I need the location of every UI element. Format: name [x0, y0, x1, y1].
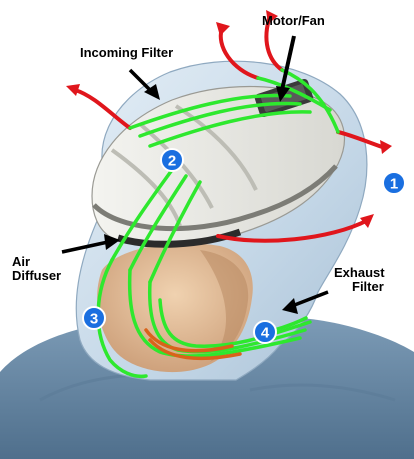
label-exhaust-filter: Exhaust Filter	[334, 265, 385, 295]
green-flow-down-2	[128, 174, 188, 272]
arrow-motor-fan-line	[280, 35, 296, 91]
label-air-diffuser-line1: Air	[12, 254, 31, 269]
label-air-diffuser: Air Diffuser	[12, 254, 62, 284]
green-flow-top-1	[128, 93, 292, 130]
label-motor-fan: Motor/Fan	[262, 13, 325, 28]
arrow-exhaust-filter-head	[282, 298, 298, 314]
helmet-cage-rib-1	[110, 148, 182, 227]
green-flow-top-2	[138, 101, 302, 138]
label-exhaust-filter-line2: Filter	[352, 279, 384, 295]
red-flow-1	[73, 88, 132, 130]
red-arrowheads	[66, 10, 392, 228]
label-air-diffuser-line2: Diffuser	[12, 268, 62, 284]
arrow-motor-fan-head	[276, 86, 290, 102]
red-arrowhead-4	[380, 140, 392, 154]
green-flow-left	[96, 258, 148, 379]
green-flow-top-3	[148, 110, 312, 148]
badge-2-text: 2	[168, 153, 176, 170]
orange-flow-1	[144, 328, 234, 353]
red-arrowhead-1	[66, 84, 80, 96]
green-flow-down-1	[110, 168, 174, 262]
badge-3: 3	[82, 306, 106, 330]
red-arrowhead-5	[360, 214, 374, 228]
helmet-visor-band	[92, 164, 338, 232]
arrow-air-diffuser-head	[104, 234, 120, 250]
arrow-incoming-filter-line	[128, 68, 152, 92]
badge-2: 2	[160, 148, 184, 172]
red-flow-5	[216, 218, 370, 243]
label-incoming-filter: Incoming Filter	[80, 45, 174, 60]
warm-airflow-orange	[144, 328, 242, 361]
label-exhaust-filter-line1: Exhaust	[334, 265, 385, 280]
red-arrowhead-2	[216, 22, 230, 36]
badge-4: 4	[253, 320, 277, 344]
gown-fold-2	[249, 383, 396, 402]
arrow-incoming-filter-head	[144, 84, 160, 100]
arrow-exhaust-filter-line	[291, 290, 329, 308]
arrow-air-diffuser-line	[61, 240, 109, 254]
green-flow-top-4	[256, 76, 332, 112]
face-opening	[97, 243, 253, 373]
green-flow-down-3	[148, 180, 202, 284]
badge-1-text: 1	[390, 176, 398, 193]
red-arrowhead-3	[266, 10, 278, 24]
green-flow-chin-1	[127, 268, 302, 358]
badge-3-text: 3	[90, 311, 98, 328]
face-shadow	[200, 250, 249, 362]
badge-1: 1	[382, 171, 406, 195]
badge-4-text: 4	[261, 325, 270, 342]
orange-flow-2	[148, 338, 242, 361]
red-flow-4	[336, 130, 387, 150]
helmet-cage-rib-3	[174, 104, 258, 191]
pointer-arrows	[61, 35, 329, 314]
